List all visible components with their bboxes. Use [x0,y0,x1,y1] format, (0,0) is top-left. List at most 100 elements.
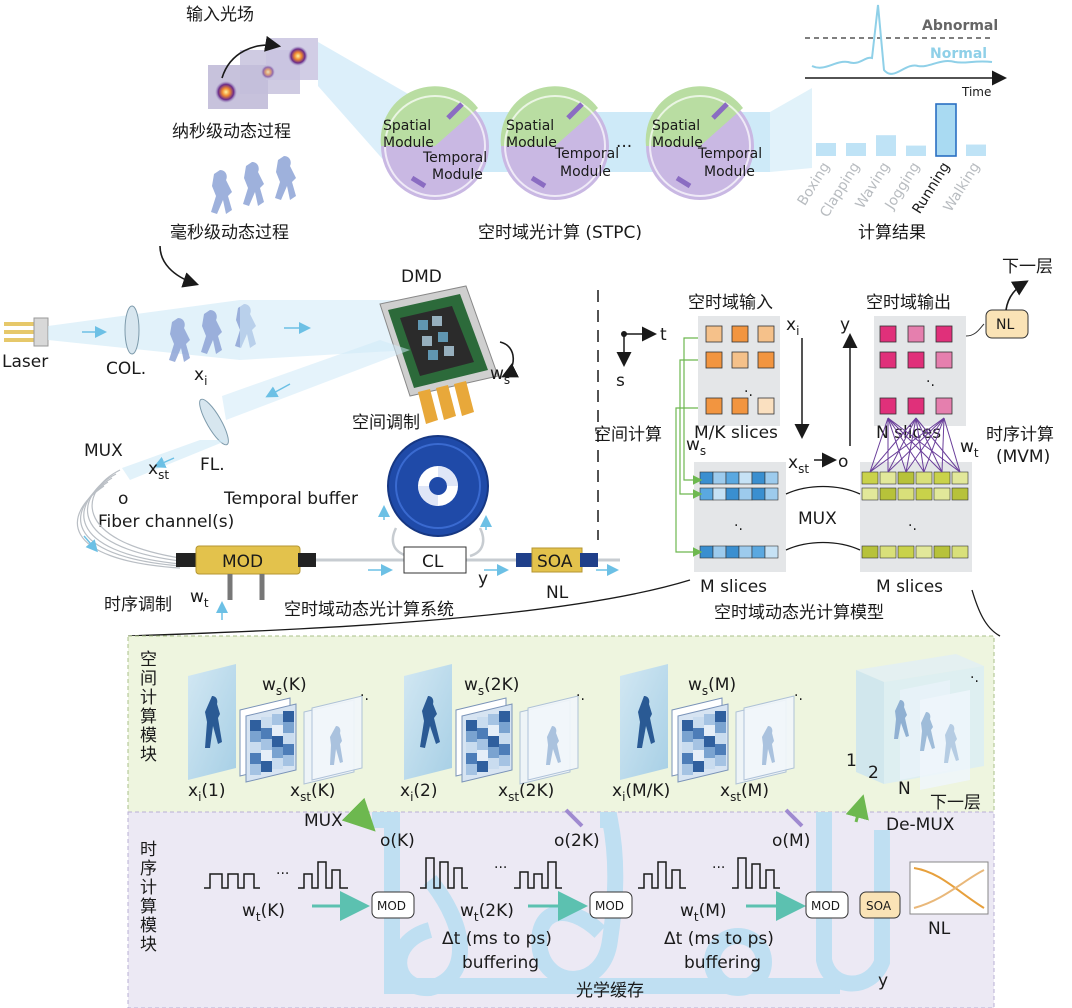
svg-text:Temporal: Temporal [422,150,487,166]
mux-label-bottom: MUX [304,811,343,831]
svg-text:Spatial: Spatial [652,118,700,134]
svg-text:Module: Module [432,167,483,183]
svg-text:···: ··· [712,860,725,876]
delta-t-label-2: Δt (ms to ps) [664,929,774,949]
output-cell [935,325,953,343]
soa-connector-right [580,553,598,567]
buffering-label-2: buffering [684,953,761,973]
result-bar-jogging [906,145,926,156]
mask-cell [499,733,510,744]
mask-cell [488,747,499,758]
svg-text:Time: Time [961,85,991,99]
m-slices-right-label: M slices [876,577,943,597]
mvm-line [887,417,925,473]
input-cell [731,351,749,369]
svg-text:Spatial: Spatial [506,118,554,134]
mvm-line [887,417,943,473]
input-cell [757,397,775,415]
input-cell [757,351,775,369]
module-ellipsis: ··· [616,137,632,157]
laser [4,317,49,347]
next-layer-bottom: 下一层 [930,793,981,813]
mask-cell [693,739,704,750]
mask-cell [715,744,726,755]
result-bar-walking [966,144,986,156]
mask-cell [477,717,488,728]
mask-cell [682,720,693,731]
o-k-label: o(K) [380,831,415,851]
o-cell [879,545,897,559]
xst-cell [738,487,753,501]
output-grid-ellipsis: ·. [926,374,935,390]
svg-text:·.: ·. [576,688,585,704]
m-slices-left-label: M slices [700,577,767,597]
o-m-label: o(M) [772,831,810,851]
o-cell [933,487,951,501]
svg-text:·.: ·. [360,688,369,704]
system-title: 空时域动态光计算系统 [284,600,454,620]
input-cell [731,397,749,415]
mvm-line [915,417,961,473]
xst-cell [699,471,714,485]
mask-cell [261,761,272,772]
temporal-mod-label: 时序调制 [104,595,172,615]
svg-text:Normal: Normal [930,46,987,62]
mod-system-label: MOD [222,552,263,572]
input-cell [705,325,723,343]
mvm-line [887,417,961,473]
buffering-label-1: buffering [462,953,539,973]
result-bars: BoxingClappingWavingJoggingRunningWalkin… [795,103,986,220]
output-cell [907,351,925,369]
xst-cell [699,487,714,501]
xi-2-label: xi(2) [400,781,438,804]
svg-text:Module: Module [383,135,434,151]
y-label-bottom: y [878,971,888,991]
mask-cell [704,747,715,758]
input-grid-ellipsis: ·. [744,384,753,400]
col-label: COL. [106,359,146,379]
soa-system-label: SOA [537,552,573,572]
mask-cell [682,731,693,742]
o-cell [861,487,879,501]
ws-label-model: ws [686,435,706,458]
mask-cell [250,764,261,775]
spatial-module-vertical-label: 空间计算模块 [136,650,157,764]
mask-cell [488,725,499,736]
cl-label: CL [422,552,444,572]
mask-cell [693,761,704,772]
mvm-line [887,417,907,473]
mask-cell [682,753,693,764]
mask-cell [477,728,488,739]
input-grid [705,325,775,415]
o-cell [951,545,969,559]
svg-text:Module: Module [704,164,755,180]
mask-cell [272,714,283,725]
mask-cell [704,714,715,725]
mask-cell [283,733,294,744]
temporal-module-vertical-label: 时序计算模块 [136,840,157,954]
xst-cell [751,545,766,559]
mask-cell [682,764,693,775]
xst-cell [764,487,779,501]
output-cell [879,351,897,369]
xst-cell [725,487,740,501]
xst-cell [712,487,727,501]
mask-cell [715,755,726,766]
output-grid [879,325,953,415]
model-axes: t s [616,325,667,391]
optical-buffer-label: 光学缓存 [576,981,644,1001]
mod-box-1-label: MOD [377,899,406,913]
mask-cell [283,755,294,766]
spatial-mod-label: 空间调制 [352,413,420,433]
beam-to-mux [122,440,228,480]
frames-group-3: ·. [620,664,803,785]
green-routing [675,337,703,557]
mask-cell [715,711,726,722]
nN-label: N [898,779,911,799]
stpc-module-3: Spatial Module Temporal Module [645,86,762,200]
mask-cell [715,722,726,733]
fiber-connector-left [176,553,198,567]
o-cell [861,545,879,559]
output-cell [879,325,897,343]
input-frames [208,35,318,109]
